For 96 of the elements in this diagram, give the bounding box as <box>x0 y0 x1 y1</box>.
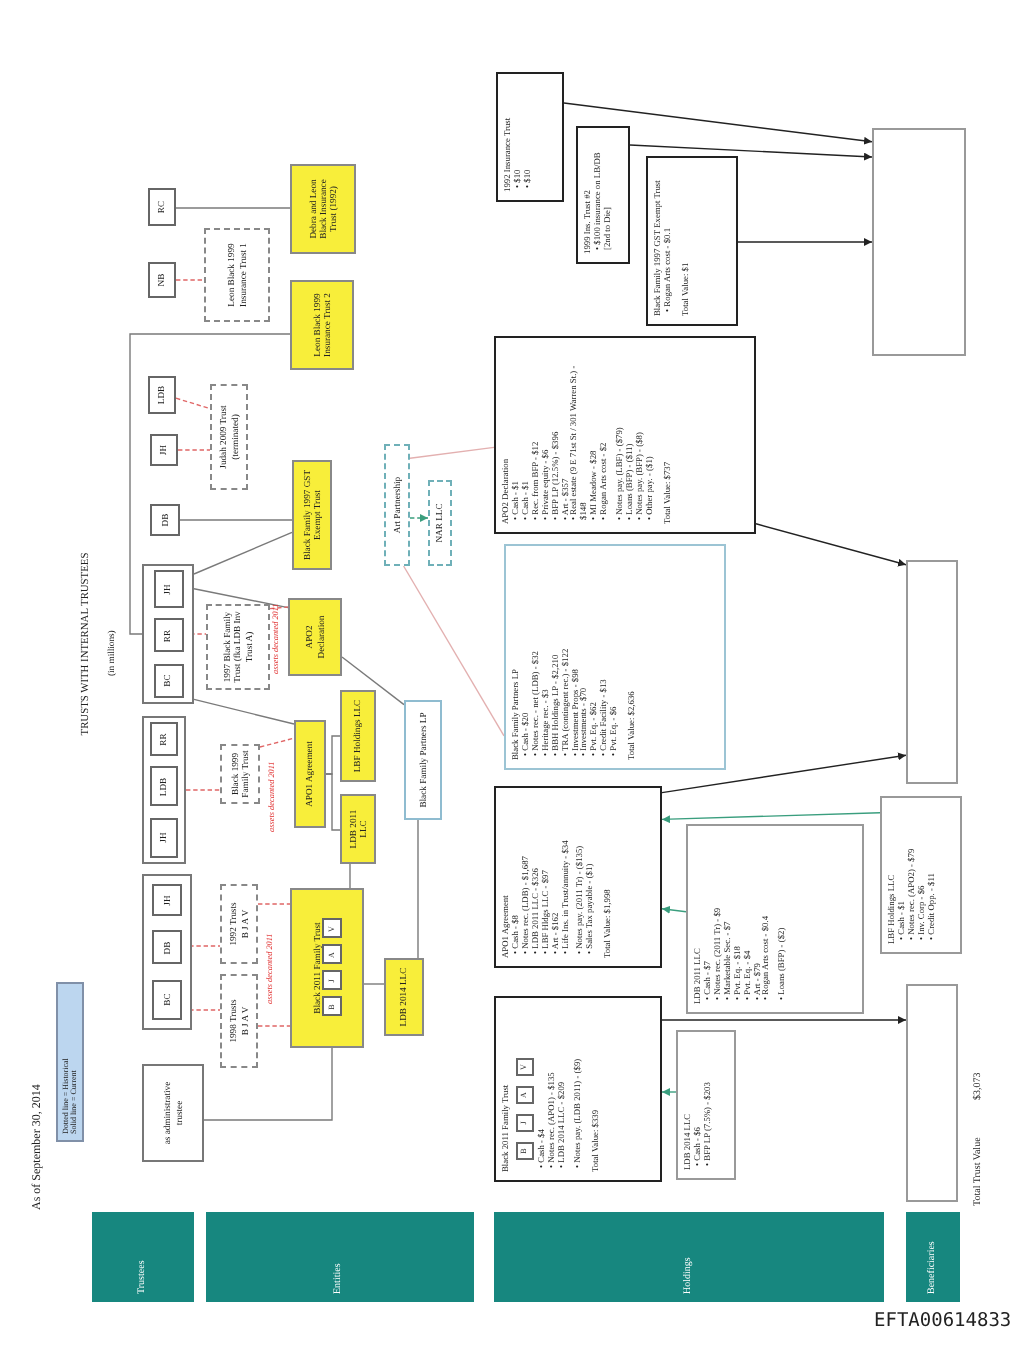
connector-line <box>417 819 419 959</box>
arrow <box>629 144 873 161</box>
initial-box <box>322 945 343 965</box>
connector-line <box>259 737 295 748</box>
trustee-box <box>153 570 183 609</box>
arrow <box>409 514 429 522</box>
trustee-box <box>148 376 176 414</box>
trustee-box <box>148 262 176 298</box>
entity-box <box>404 700 442 820</box>
arrow <box>755 523 907 567</box>
connector-line <box>341 656 405 706</box>
current-entity-box <box>288 598 342 676</box>
holdings-panel <box>494 996 662 1182</box>
arrow <box>661 1016 907 1024</box>
historical-entity-box <box>220 974 258 1068</box>
connector-line <box>409 446 495 459</box>
trustee-box <box>150 817 178 858</box>
arrow <box>661 1088 677 1096</box>
trustee-box <box>148 188 176 226</box>
document-id: EFTA00614833 <box>874 1312 1012 1333</box>
historical-entity-box <box>428 480 452 566</box>
trustee-group-box <box>142 564 194 704</box>
initial-box <box>515 1114 534 1132</box>
connector-line <box>269 606 289 610</box>
trustee-box <box>153 619 183 653</box>
initial-box <box>322 919 343 939</box>
holdings-panel <box>686 824 864 1014</box>
initial-box <box>322 971 343 991</box>
holdings-panel <box>576 126 630 264</box>
historical-entity-box <box>210 384 248 490</box>
trustee-box <box>152 931 182 965</box>
historical-entity-box <box>204 228 270 322</box>
holdings-panel <box>496 72 564 202</box>
connector-line <box>203 1047 333 1121</box>
connector-line <box>325 773 341 831</box>
current-entity-box <box>290 164 356 254</box>
arrow <box>661 905 687 914</box>
initial-box <box>322 997 343 1017</box>
connector-line <box>129 333 291 635</box>
connector-line <box>175 279 205 281</box>
row-header-band <box>494 1212 884 1302</box>
connector-line <box>193 698 295 725</box>
beneficiary-box <box>872 128 966 356</box>
current-entity-box <box>340 794 376 864</box>
current-entity-box <box>384 958 424 1036</box>
historical-entity-box <box>220 744 260 804</box>
holdings-panel <box>494 786 662 968</box>
connector-line <box>175 397 211 410</box>
arrow <box>661 752 907 794</box>
holdings-panel <box>494 336 756 534</box>
arrow <box>737 238 873 246</box>
trustee-box <box>150 722 178 757</box>
historical-entity-box <box>206 604 270 690</box>
connector-line <box>363 983 385 985</box>
connector-line <box>402 565 505 737</box>
current-entity-box <box>290 888 364 1048</box>
holdings-panel <box>646 156 738 326</box>
initial-box <box>515 1058 534 1076</box>
current-entity-box <box>290 280 354 370</box>
arrow <box>563 102 873 145</box>
initial-box <box>515 1142 534 1160</box>
connector-line <box>349 863 351 889</box>
connector-line <box>325 735 341 775</box>
connector-line <box>257 903 291 905</box>
arrow <box>661 812 881 824</box>
connector-line <box>177 449 211 451</box>
row-header-band <box>206 1212 474 1302</box>
trustee-box <box>150 504 180 536</box>
trustee-box <box>150 767 178 807</box>
holdings-panel <box>504 544 726 770</box>
connector-line <box>193 588 289 609</box>
connector-line <box>193 531 293 575</box>
row-header-band <box>92 1212 194 1302</box>
historical-entity-box <box>220 884 258 964</box>
row-header-band <box>906 1212 960 1302</box>
beneficiary-box <box>906 560 958 784</box>
legend-box <box>56 982 84 1142</box>
connector-line <box>175 207 291 209</box>
connector-line <box>179 519 293 521</box>
trustee-box <box>153 663 183 698</box>
holdings-panel <box>676 1030 736 1180</box>
trustee-group-box <box>142 716 186 864</box>
current-entity-box <box>340 690 376 782</box>
current-entity-box <box>292 460 332 570</box>
initial-box <box>515 1086 534 1104</box>
trustee-box <box>142 1064 204 1162</box>
trustee-box <box>150 434 178 466</box>
current-entity-box <box>294 720 326 828</box>
trustee-box <box>152 884 182 917</box>
connector-line <box>257 1025 291 1027</box>
holdings-panel <box>880 796 962 954</box>
historical-entity-box <box>384 444 410 566</box>
connector-line <box>185 789 221 791</box>
trustee-group-box <box>142 874 192 1030</box>
trustee-box <box>152 979 182 1020</box>
beneficiary-box <box>906 984 958 1202</box>
